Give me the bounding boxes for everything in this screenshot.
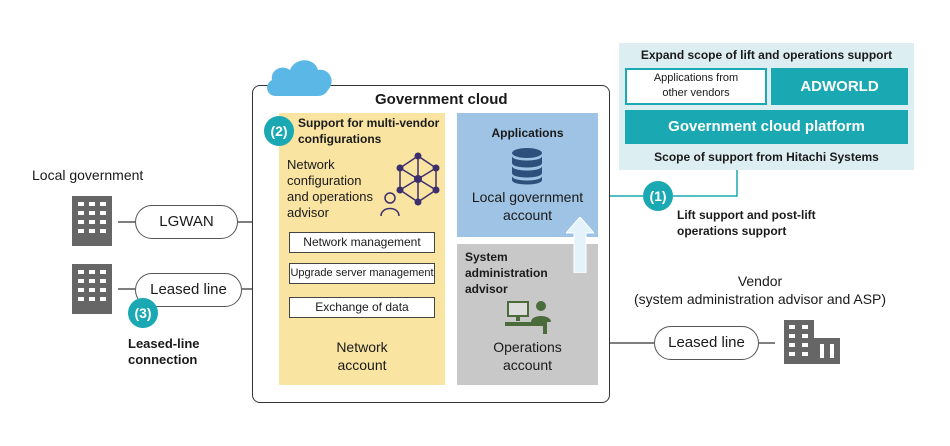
network-advisor-icon [380, 152, 440, 217]
building-icon [72, 264, 112, 314]
multi-vendor-heading-2: configurations [298, 132, 382, 146]
building-icon [784, 320, 840, 364]
government-cloud-platform-box: Government cloud platform [625, 110, 908, 144]
advisor-line-4: advisor [287, 205, 329, 220]
scope-link-line [673, 170, 738, 197]
lift-support-line-2: operations support [677, 224, 787, 238]
network-management-item: Network management [289, 232, 435, 253]
hitachi-scope-footer: Scope of support from Hitachi Systems [654, 150, 879, 164]
step-1-badge: (1) [643, 181, 673, 211]
expand-scope-title: Expand scope of lift and operations supp… [640, 48, 893, 62]
leased-line-connection-1: Leased-line [128, 336, 200, 351]
network-account-line-1: Network [336, 339, 388, 355]
building-icon [72, 196, 112, 246]
other-vendors-line-1: Applications from [653, 72, 739, 84]
database-icon [512, 148, 542, 185]
step-3-badge: (3) [128, 298, 158, 328]
cloud-icon [267, 60, 332, 96]
advisor-line-3: and operations [287, 189, 374, 204]
operations-account-line-2: account [502, 357, 553, 373]
advisor-line-2: configuration [287, 173, 362, 188]
adworld-box: ADWORLD [771, 68, 908, 105]
vendor-label-1: Vendor [737, 273, 783, 289]
hitachi-scope-box [619, 43, 914, 170]
system-admin-heading-3: advisor [465, 282, 508, 296]
local-government-account-line-2: account [502, 207, 553, 223]
operator-icon [505, 301, 551, 334]
arrow-up-icon [566, 217, 594, 273]
operations-account-line-1: Operations [493, 339, 562, 355]
vendor-leased-line-pill: Leased line [654, 326, 759, 360]
lgwan-pill: LGWAN [135, 205, 238, 239]
applications-heading: Applications [491, 126, 564, 140]
system-admin-heading-2: administration [465, 266, 548, 280]
leased-line-connection-2: connection [128, 352, 198, 367]
step-2-badge: (2) [264, 116, 294, 146]
upgrade-server-management-item: Upgrade server management [289, 263, 435, 284]
other-vendors-box [625, 68, 767, 105]
local-government-label: Local government [32, 167, 144, 183]
other-vendors-line-2: other vendors [662, 87, 730, 99]
lift-support-line-1: Lift support and post-lift [677, 208, 816, 222]
vendor-label-2: (system administration advisor and ASP) [633, 291, 887, 307]
exchange-of-data-item: Exchange of data [289, 297, 435, 318]
multi-vendor-heading-1: Support for multi-vendor [298, 116, 440, 130]
local-government-account-line-1: Local government [471, 189, 584, 205]
system-admin-heading-1: System [465, 250, 508, 264]
network-account-line-2: account [337, 357, 387, 373]
advisor-line-1: Network [287, 157, 335, 172]
cloud-title: Government cloud [375, 91, 508, 108]
